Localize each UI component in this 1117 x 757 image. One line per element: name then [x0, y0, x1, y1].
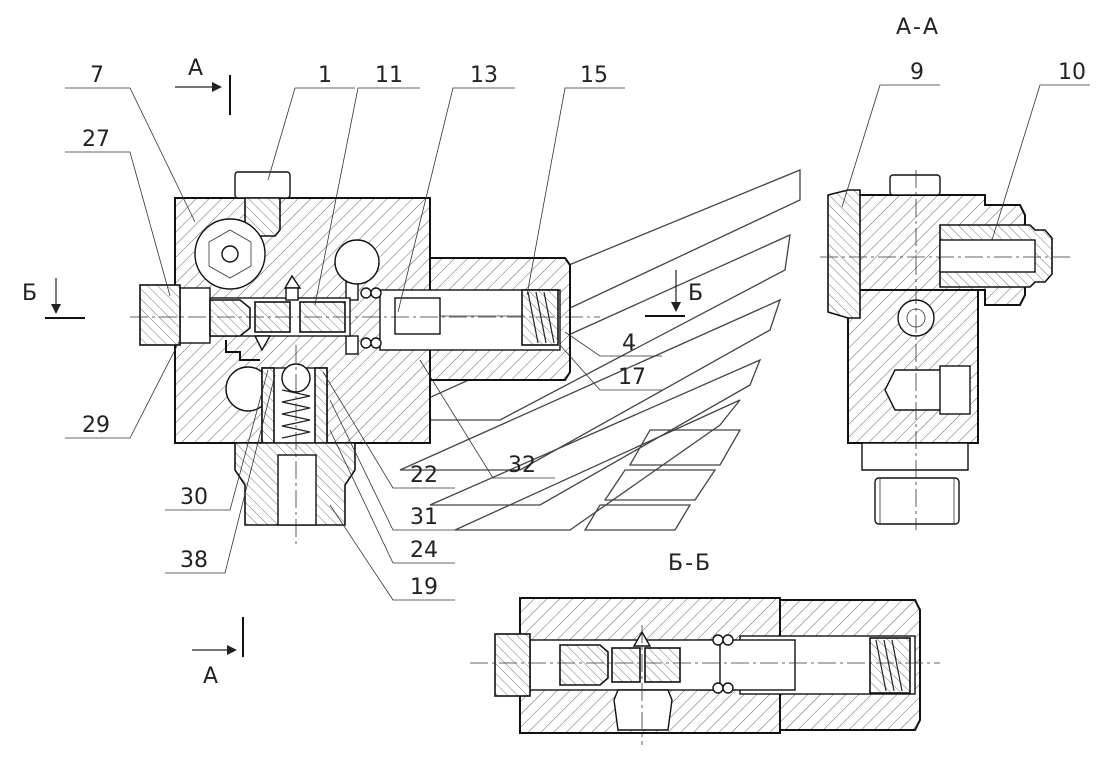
callout-10: 10: [1058, 60, 1086, 85]
callout-32: 32: [508, 453, 536, 478]
callout-11: 11: [375, 63, 403, 88]
callout-7: 7: [90, 63, 104, 88]
callout-1: 1: [318, 63, 332, 88]
bb-spring: [869, 637, 911, 694]
section-aa-title: А-А: [896, 15, 940, 40]
cut-mark-b-right: Б: [688, 281, 703, 306]
cut-mark-a-bottom: А: [203, 664, 218, 689]
cut-marks: [45, 75, 685, 657]
fitting-19: [234, 442, 356, 526]
callout-9: 9: [910, 60, 924, 85]
callout-22: 22: [410, 463, 438, 488]
spring-right: [521, 289, 559, 346]
callout-13: 13: [470, 63, 498, 88]
aa-thread: [874, 477, 960, 525]
callout-27: 27: [82, 127, 110, 152]
section-bb-view: [470, 597, 940, 745]
aa-nut-9: [827, 189, 861, 319]
section-aa-view: [820, 170, 1070, 530]
cap-left: [139, 284, 181, 346]
plug-left: [179, 287, 211, 344]
callout-4: 4: [622, 331, 636, 356]
fitting-1: [234, 171, 291, 237]
callout-38: 38: [180, 548, 208, 573]
callout-19: 19: [410, 575, 438, 600]
leader-lines: [65, 84, 1090, 601]
callout-17: 17: [618, 365, 646, 390]
spring-lower: [281, 389, 311, 439]
port-upper: [334, 239, 380, 285]
callout-30: 30: [180, 485, 208, 510]
callout-29: 29: [82, 413, 110, 438]
callout-15: 15: [580, 63, 608, 88]
centerlines-main: [130, 316, 600, 545]
aa-hex: [861, 442, 969, 471]
callout-24: 24: [410, 538, 438, 563]
cut-mark-b-left: Б: [22, 281, 37, 306]
piston: [394, 297, 441, 335]
callout-31: 31: [410, 505, 438, 530]
cut-mark-a-top: А: [188, 56, 203, 81]
bb-cap: [494, 633, 531, 697]
section-bb-title: Б-Б: [668, 551, 712, 576]
